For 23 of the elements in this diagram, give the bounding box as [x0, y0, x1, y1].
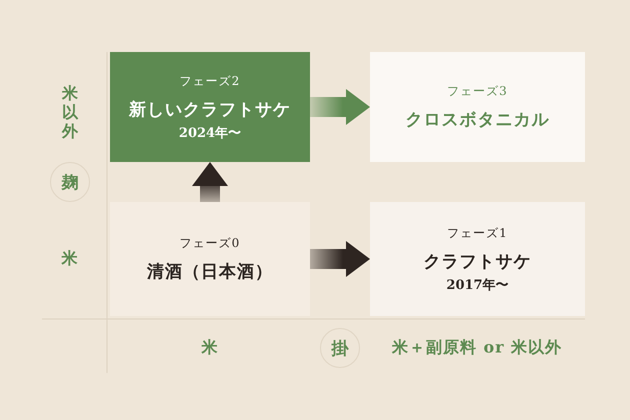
- axis-label: 米: [202, 338, 218, 358]
- axis-label: 米: [62, 248, 78, 270]
- arrow: [192, 162, 228, 202]
- matrix-cell: [370, 202, 585, 316]
- phase-title: 新しいクラフトサケ: [129, 98, 291, 120]
- axis-label: 米＋副原料 or 米以外: [392, 338, 562, 358]
- year-label: 2017年〜: [446, 276, 509, 294]
- axis-label: 麹: [62, 172, 78, 194]
- phase-label: フェーズ2: [180, 72, 240, 90]
- matrix-cell: [110, 202, 310, 316]
- arrow: [310, 89, 370, 125]
- axis-label: 米以外: [62, 84, 78, 140]
- matrix-cell: [370, 52, 585, 162]
- highlighted-cell: [110, 52, 310, 162]
- phase-title: クラフトサケ: [424, 250, 532, 272]
- phase-title: クロスボタニカル: [406, 109, 550, 131]
- phase-label: フェーズ0: [180, 235, 240, 252]
- phase-title: 清酒（日本酒）: [147, 261, 273, 283]
- axis-label: 掛: [332, 338, 348, 360]
- year-label: 2024年〜: [178, 124, 242, 142]
- phase-label: フェーズ3: [447, 83, 508, 100]
- phase-label: フェーズ1: [447, 224, 508, 242]
- arrow: [310, 241, 370, 277]
